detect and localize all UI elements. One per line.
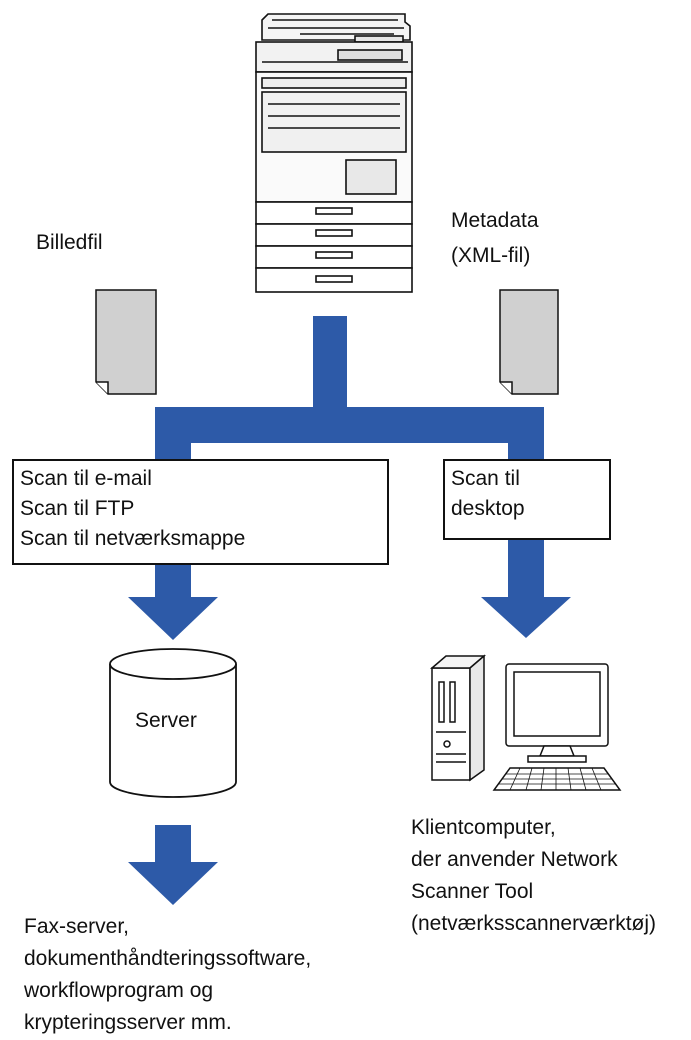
client-caption-line1: Klientcomputer, [411,816,556,839]
document-icon-image-file [95,289,157,395]
arrow-to-server [128,565,218,640]
destination-caption-line3: workflowprogram og [24,979,214,1002]
scan-to-ftp-label: Scan til FTP [20,497,135,520]
client-caption-line4: (netværksscannerværktøj) [411,912,657,935]
destination-caption-line2: dokumenthåndteringssoftware, [24,947,312,970]
scan-to-email-label: Scan til e-mail [20,467,152,490]
arrow-to-destinations [128,825,218,905]
scan-to-desktop-line1: Scan til [451,467,520,490]
client-caption-line3: Scanner Tool [411,880,534,903]
server-label: Server [135,709,197,732]
scan-to-desktop-line2: desktop [451,497,525,520]
desktop-computer-icon [429,654,622,791]
arrow-to-computer [481,540,571,638]
flow-lines [155,316,544,459]
scan-to-network-folder-label: Scan til netværksmappe [20,527,246,550]
destination-caption-line1: Fax-server, [24,915,130,938]
metadata-format-label: (XML-fil) [451,244,531,267]
printer-icon [255,13,413,293]
destination-caption-line4: krypteringsserver mm. [24,1011,232,1034]
metadata-label: Metadata [451,209,539,232]
image-file-label: Billedfil [36,231,103,254]
server-cylinder-icon [109,648,237,798]
client-caption-line2: der anvender Network [411,848,618,871]
scan-destinations-box: Scan til e-mail Scan til FTP Scan til ne… [12,459,389,565]
document-icon-metadata [499,289,559,395]
scan-to-desktop-box: Scan til desktop [443,459,611,540]
